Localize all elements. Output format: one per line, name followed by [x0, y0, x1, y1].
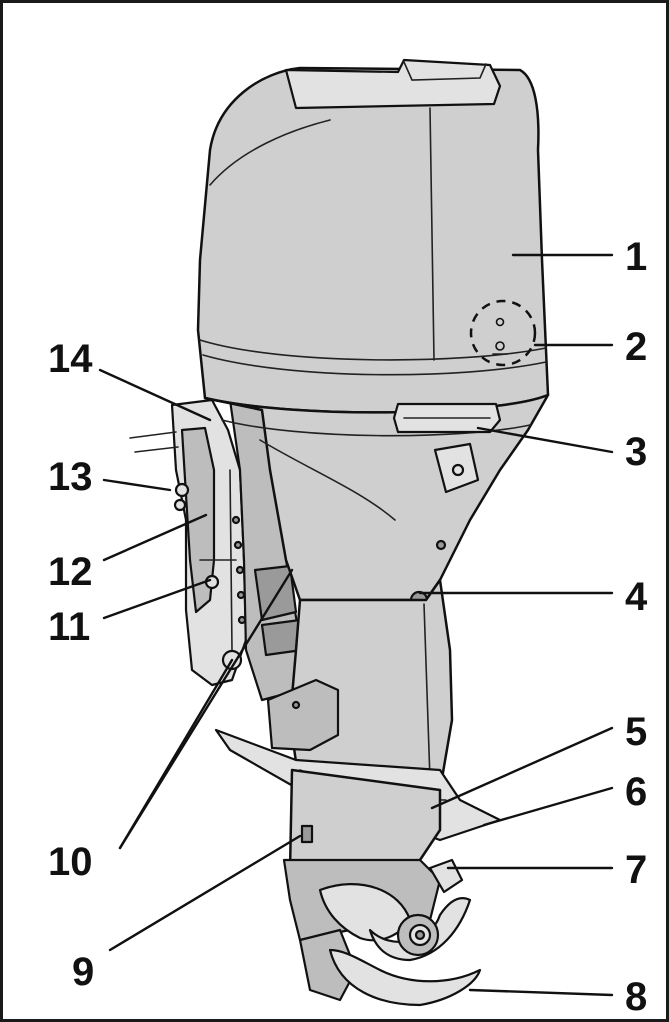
callout-label-11: 11 [48, 605, 90, 649]
callout-label-12: 12 [48, 550, 93, 594]
midsection [266, 578, 454, 792]
callout-label-2: 2 [625, 325, 647, 369]
callout-label-9: 9 [72, 950, 94, 994]
callout-label-7: 7 [625, 848, 647, 892]
top-cowling [196, 58, 550, 414]
callout-label-14: 14 [48, 337, 93, 381]
bottom-cowling [203, 393, 550, 610]
callout-label-10: 10 [48, 840, 93, 884]
callout-label-6: 6 [625, 770, 647, 814]
leader-lines [98, 253, 614, 997]
callout-label-8: 8 [625, 975, 647, 1019]
callout-label-5: 5 [625, 710, 647, 754]
clamp-bracket [129, 398, 248, 687]
callout-labels: 1 2 3 4 5 6 7 8 9 10 11 12 13 14 [48, 235, 648, 1019]
dashed-callout-circle [469, 299, 537, 367]
propeller [318, 883, 482, 1007]
callout-label-13: 13 [48, 455, 93, 499]
callout-label-3: 3 [625, 430, 647, 474]
callout-label-4: 4 [625, 575, 648, 619]
callout-label-1: 1 [625, 235, 647, 279]
